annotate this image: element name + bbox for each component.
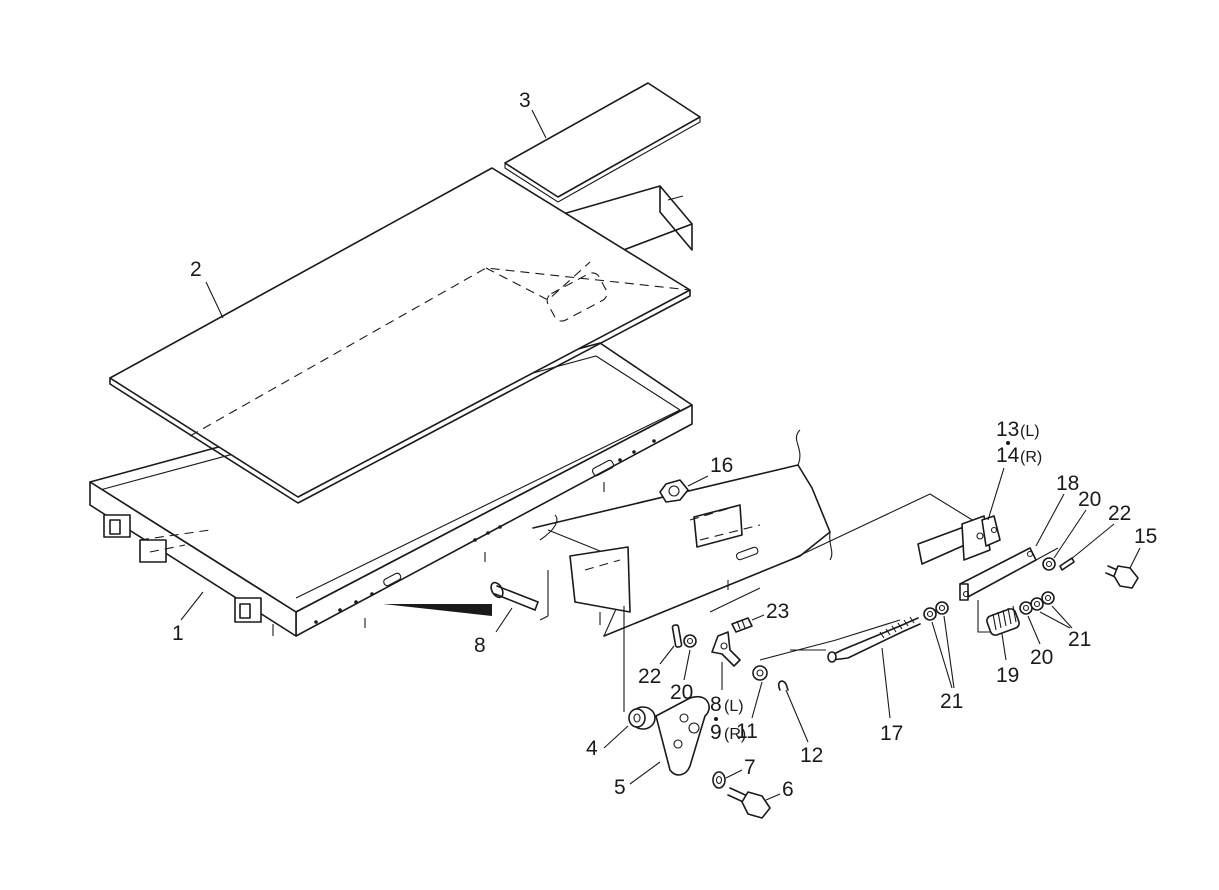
callout-17-label: 17 bbox=[880, 722, 903, 745]
callout-23-label: 23 bbox=[766, 600, 789, 623]
leader-20c bbox=[1053, 509, 1087, 559]
callout-19-label: 19 bbox=[996, 664, 1019, 687]
part-21-nuts-left bbox=[923, 601, 949, 621]
leader-13 bbox=[987, 467, 1005, 521]
part-3-back-plate bbox=[504, 82, 701, 203]
part-17-rod bbox=[759, 616, 921, 663]
part-15-bolt bbox=[1105, 565, 1139, 589]
callout-8-suffix: (L) bbox=[724, 698, 744, 715]
callout-9-label: 9 bbox=[710, 721, 722, 744]
callout-14-suffix: (R) bbox=[1020, 449, 1042, 466]
callout-21b-label: 21 bbox=[940, 690, 963, 713]
leader-21b-1 bbox=[931, 621, 953, 689]
part-22-clevis-pin-right bbox=[1059, 557, 1075, 571]
callout-9-suffix: (R) bbox=[724, 726, 746, 743]
callout-22b-label: 22 bbox=[1108, 502, 1131, 525]
callout-12-label: 12 bbox=[800, 744, 823, 767]
callout-7-label: 7 bbox=[744, 756, 756, 779]
callout-8-label: 8 bbox=[710, 693, 722, 716]
leader-11 bbox=[751, 681, 763, 719]
callout-20c-label: 20 bbox=[1078, 488, 1101, 511]
part-16-nut bbox=[659, 479, 689, 503]
callout-1-label: 1 bbox=[172, 622, 184, 645]
part-1-tray-frame bbox=[89, 342, 693, 637]
leader-3 bbox=[531, 109, 547, 139]
callout-20b-label: 20 bbox=[1030, 646, 1053, 669]
leader-10 bbox=[495, 607, 513, 633]
part-5-cam-plate bbox=[655, 695, 710, 776]
leader-22b bbox=[1069, 523, 1115, 561]
leader-15 bbox=[1129, 547, 1141, 569]
leader-20a bbox=[683, 649, 691, 681]
part-12-cotter-pin bbox=[777, 680, 789, 691]
callout-21a-label: 21 bbox=[1068, 628, 1091, 651]
leader-2 bbox=[205, 281, 224, 319]
leader-6 bbox=[765, 793, 781, 801]
callout-22a-label: 22 bbox=[638, 665, 661, 688]
part-11-washer bbox=[752, 665, 768, 681]
part-20-washer-lower bbox=[1019, 601, 1033, 615]
part-6-bolt bbox=[727, 787, 771, 819]
callout-13-suffix: (L) bbox=[1020, 423, 1040, 440]
callout-2-label: 2 bbox=[190, 258, 202, 281]
leader-23 bbox=[751, 614, 765, 621]
leader-21a-1 bbox=[1039, 611, 1071, 629]
callout-15-label: 15 bbox=[1134, 525, 1157, 548]
leader-19 bbox=[1001, 633, 1007, 661]
callout-3-label: 3 bbox=[519, 89, 531, 112]
callout-20a-label: 20 bbox=[670, 681, 693, 704]
callout-5-label: 5 bbox=[614, 776, 626, 799]
callout-14-label: 14 bbox=[996, 444, 1020, 467]
leader-7 bbox=[725, 769, 743, 779]
callout-13-14-dot bbox=[1006, 441, 1010, 445]
part-21-nuts-right bbox=[1030, 591, 1055, 611]
part-8-9-lever bbox=[711, 631, 741, 667]
leader-1 bbox=[180, 591, 204, 621]
callout-13-label: 13 bbox=[996, 418, 1019, 441]
part-13-14-bracket bbox=[917, 515, 1001, 565]
part-19-spring bbox=[986, 605, 1020, 636]
callout-18-label: 18 bbox=[1056, 472, 1079, 495]
callout-4-label: 4 bbox=[586, 737, 598, 760]
part-7-washer bbox=[712, 771, 726, 789]
callout-11-label: 11 bbox=[736, 720, 758, 743]
leader-18 bbox=[1035, 493, 1065, 547]
part-2-table-panel bbox=[109, 167, 691, 504]
leader-16 bbox=[687, 475, 709, 487]
leader-21a-2 bbox=[1051, 605, 1073, 629]
callout-10-label: 8 bbox=[474, 634, 486, 657]
leader-4 bbox=[603, 725, 629, 749]
part-4-roller bbox=[628, 706, 656, 730]
leader-22a bbox=[659, 645, 675, 665]
part-22-clevis-pin-left bbox=[671, 624, 683, 648]
leader-12 bbox=[785, 689, 809, 743]
part-10-pivot-pin bbox=[383, 581, 539, 616]
leader-5 bbox=[629, 761, 661, 785]
callout-6-label: 6 bbox=[782, 778, 794, 801]
leader-20b bbox=[1027, 615, 1041, 645]
callout-8-9-dot bbox=[714, 717, 718, 721]
part-20-washer-left bbox=[683, 634, 697, 648]
leader-17 bbox=[881, 647, 891, 719]
callout-16-label: 16 bbox=[710, 454, 733, 477]
part-20-washer-upper bbox=[1042, 557, 1056, 571]
leader-21b-2 bbox=[943, 615, 955, 689]
part-23-adjuster bbox=[731, 617, 753, 633]
